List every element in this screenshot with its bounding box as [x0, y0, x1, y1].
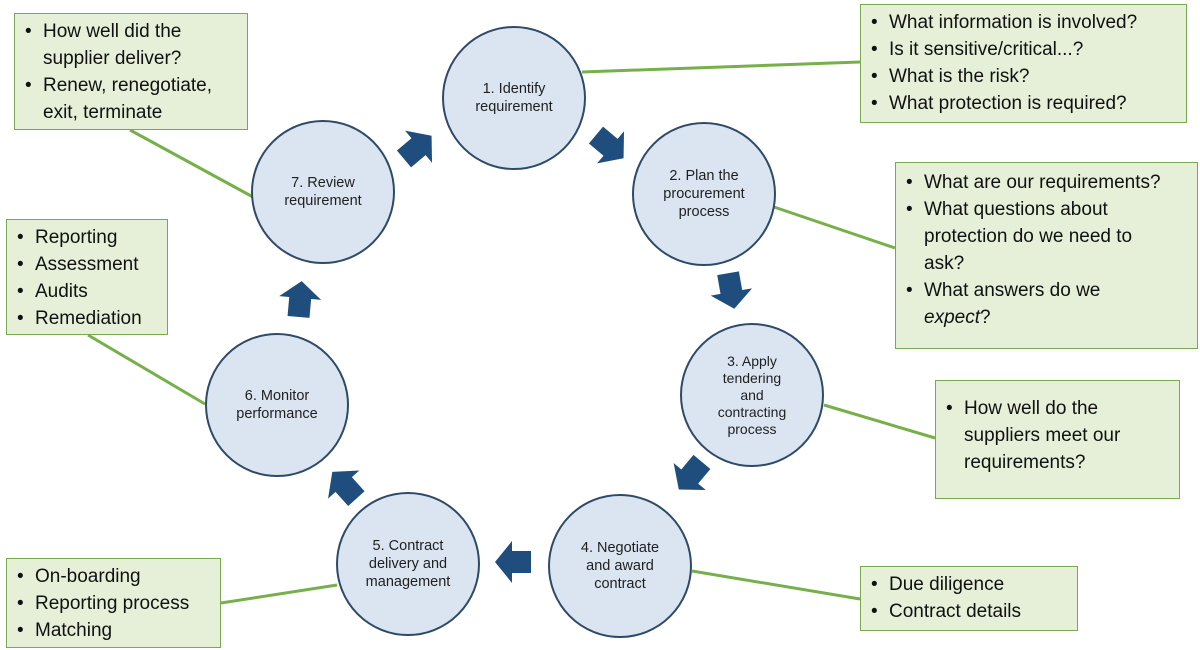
note-item: How well did the supplier deliver?	[25, 18, 233, 72]
step-negotiate-award: 4. Negotiate and award contract	[548, 494, 692, 638]
step-label: 7. Review requirement	[284, 175, 362, 209]
step-label: 4. Negotiate and award contract	[580, 540, 660, 592]
connector-identify	[581, 60, 861, 74]
flow-arrow-2-to-3	[710, 271, 753, 309]
flow-arrow-5-to-6	[328, 470, 365, 506]
connector-review	[129, 128, 254, 199]
note-item: Due diligence	[871, 571, 1069, 598]
note-item: Is it sensitive/critical...?	[871, 36, 1178, 63]
step-label: 5. Contract delivery and management	[365, 538, 451, 590]
note-item: What is the risk?	[871, 63, 1178, 90]
connector-plan	[773, 205, 896, 250]
note-item: Remediation	[17, 305, 159, 332]
note-tendering: How well do the suppliers meet our requi…	[935, 380, 1180, 499]
connector-monitor	[87, 333, 206, 406]
note-item: What questions about protection do we ne…	[906, 196, 1169, 277]
note-item: What protection is required?	[871, 90, 1178, 117]
step-label: 6. Monitor performance	[236, 388, 318, 422]
note-plan-procurement: What are our requirements? What question…	[895, 162, 1198, 349]
step-identify-requirement: 1. Identify requirement	[442, 26, 586, 170]
note-item: Matching	[17, 617, 212, 644]
emphasis-text: expect	[924, 307, 980, 328]
note-item: On-boarding	[17, 563, 212, 590]
flow-arrow-4-to-5	[495, 541, 531, 583]
step-contract-delivery: 5. Contract delivery and management	[336, 492, 480, 636]
note-monitor: Reporting Assessment Audits Remediation	[6, 219, 168, 335]
connector-tendering	[823, 403, 936, 440]
step-label: 2. Plan the procurement process	[663, 168, 745, 220]
note-item-text: What answers do we expect?	[924, 280, 1101, 328]
note-item: Audits	[17, 278, 159, 305]
step-monitor-performance: 6. Monitor performance	[205, 333, 349, 477]
note-item: Contract details	[871, 598, 1069, 625]
connector-contract-delivery	[220, 583, 338, 605]
note-item: How well do the suppliers meet our requi…	[946, 395, 1154, 476]
note-negotiate: Due diligence Contract details	[860, 566, 1078, 631]
note-contract-delivery: On-boarding Reporting process Matching	[6, 558, 221, 648]
note-item: Reporting process	[17, 590, 212, 617]
step-label: 1. Identify requirement	[475, 81, 553, 115]
flow-arrow-1-to-2	[588, 126, 625, 164]
step-review-requirement: 7. Review requirement	[251, 120, 395, 264]
note-item: What information is involved?	[871, 9, 1178, 36]
flow-arrow-3-to-4	[673, 454, 711, 491]
flow-arrow-7-to-1	[396, 130, 433, 168]
note-item: What are our requirements?	[906, 169, 1189, 196]
connector-negotiate	[691, 569, 861, 601]
note-item: Reporting	[17, 224, 159, 251]
note-item: Renew, renegotiate, exit, terminate	[25, 72, 243, 126]
note-item: Assessment	[17, 251, 159, 278]
step-tendering-contracting: 3. Apply tendering and contracting proce…	[680, 323, 824, 467]
note-item: What answers do we expect?	[906, 277, 1169, 331]
note-identify-requirement: What information is involved? Is it sens…	[860, 4, 1187, 123]
flow-arrow-6-to-7	[279, 281, 322, 318]
step-label: 3. Apply tendering and contracting proce…	[717, 352, 787, 437]
step-plan-procurement: 2. Plan the procurement process	[632, 122, 776, 266]
note-review: How well did the supplier deliver? Renew…	[14, 13, 248, 130]
